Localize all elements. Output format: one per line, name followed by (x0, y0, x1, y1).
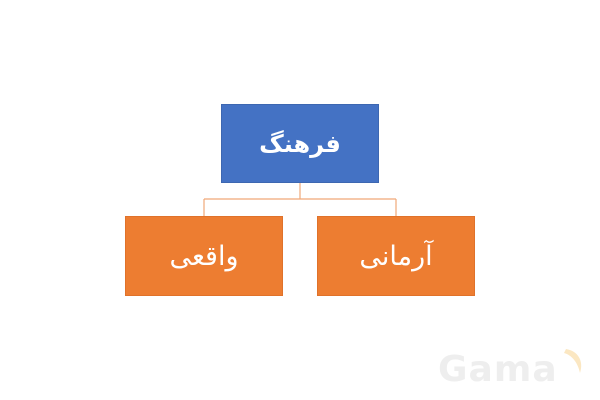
child-node-realistic-label: واقعی (169, 240, 239, 272)
svg-text:Gama: Gama (438, 349, 558, 390)
root-node: فرهنگ (221, 104, 379, 183)
child-node-realistic: واقعی (125, 216, 283, 296)
child-node-idealistic-label: آرمانی (359, 240, 433, 272)
child-node-idealistic: آرمانی (317, 216, 475, 296)
root-node-label: فرهنگ (259, 129, 341, 158)
gama-logo-watermark: Gama (438, 349, 582, 390)
